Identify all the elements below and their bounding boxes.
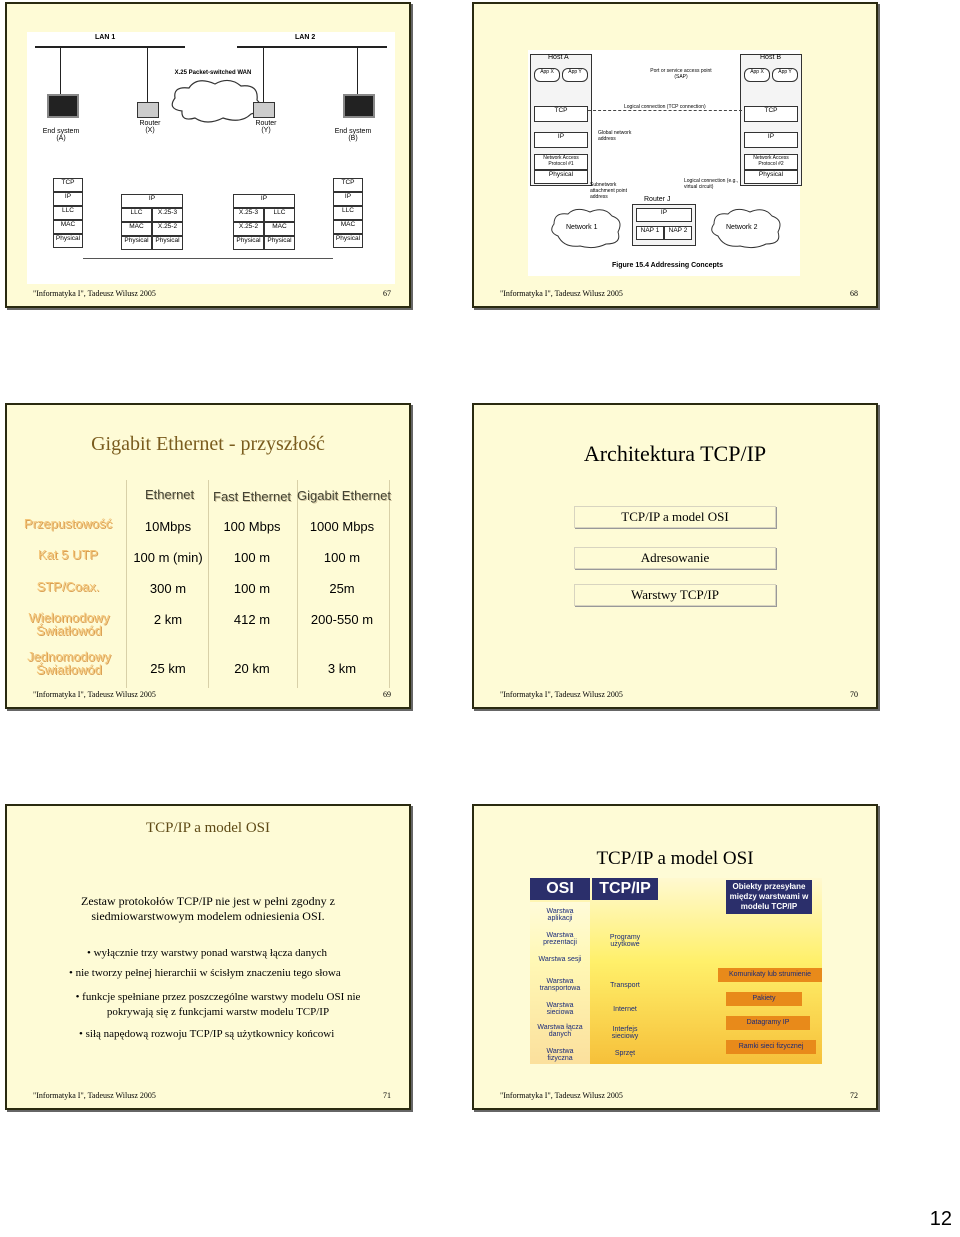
logical-connection-label: Logical connection (TCP connection) [624,104,706,110]
slide-title: Architektura TCP/IP [583,441,767,466]
slide-71: TCP/IP a model OSI Zestaw protokołów TCP… [5,804,411,1110]
footer-author: "Informatyka I", Tadeusz Wilusz 2005 [33,1091,156,1100]
footer-author: "Informatyka I", Tadeusz Wilusz 2005 [33,690,156,699]
row-label-cat5-utp: Kat 5 UTP [38,547,98,562]
stack-router-x: IP LLC MAC Physical X.25-3 X.25-2 Physic… [121,194,183,250]
slide-68: Host A Host B App X App Y App X App Y Po… [472,2,878,308]
slide-footer: "Informatyka I", Tadeusz Wilusz 2005 71 [33,1091,391,1100]
menu-item-tcpip-layers[interactable]: Warstwy TCP/IP [574,584,776,606]
end-system-a-computer-icon [47,94,79,118]
stack-b: TCP IP LLC MAC Physical [333,178,363,248]
global-address-label: Global network address [598,130,632,142]
stack-router-y: IP X.25-3 X.25-2 Physical LLC MAC Physic… [233,194,295,250]
slide-number: 67 [383,289,391,298]
slide-title: TCP/IP a model OSI [145,820,271,836]
slide-footer: "Informatyka I", Tadeusz Wilusz 2005 68 [500,289,858,298]
network-2-cloud-icon [711,208,781,249]
wan-cloud-icon [171,79,262,123]
network-2-label: Network 2 [726,224,758,231]
router-y-icon [253,102,275,118]
object-label: Pakiety [726,992,802,1006]
col-header-ethernet: Ethernet [145,487,195,502]
menu-item-tcpip-osi[interactable]: TCP/IP a model OSI [574,506,776,528]
slide-number: 71 [383,1091,391,1100]
wan-label: X.25 Packet-switched WAN [174,70,252,76]
row-label-singlemode-fiber: Jednomodowy Światłowód [27,649,111,677]
addressing-concepts-diagram: Host A Host B App X App Y App X App Y Po… [528,50,802,276]
row-label-stp-coax: STP/Coax. [36,579,100,594]
router-x-label: Router (X) [139,120,161,134]
stack-a: TCP IP LLC MAC Physical [53,178,83,248]
router-j-label: Router J [644,196,671,203]
tcpip-header: TCP/IP [592,878,658,900]
port-label: Port or service access point (SAP) [650,68,712,80]
intro-text: Zestaw protokołów TCP/IP nie jest w pełn… [81,894,335,923]
internet-protocol-diagram: LAN 1 LAN 2 X.25 Packet-switched WAN End… [27,32,395,284]
slide-69: Gigabit Ethernet - przyszłość Ethernet F… [5,403,411,709]
network-1-label: Network 1 [566,224,598,231]
page-number: 12 [929,1208,952,1230]
bullet-item: • wyłącznie trzy warstwy ponad warstwą ł… [87,947,327,959]
slide-72: TCP/IP a model OSI OSI TCP/IP Obiekty pr… [472,804,878,1110]
slide-footer: "Informatyka I", Tadeusz Wilusz 2005 69 [33,690,391,699]
object-label: Ramki sieci fizycznej [726,1040,816,1054]
router-y-label: Router (Y) [255,120,277,134]
slide-number: 72 [850,1091,858,1100]
bullet-item: • siłą napędową rozwoju TCP/IP są użytko… [79,1028,335,1040]
object-label: Komunikaty lub strumienie [718,968,822,982]
subnet-attachment-label: Subnetwork attachment point address [590,182,627,200]
end-system-b-label: End system (B) [334,128,372,142]
col-header-fast-ethernet: Fast Ethernet [213,489,292,504]
osi-tcpip-comparison-figure: OSI TCP/IP Obiekty przesyłane między war… [530,878,822,1064]
router-x-icon [137,102,159,118]
object-label: Datagramy IP [726,1016,810,1030]
row-label-throughput: Przepustowość [23,516,113,531]
figure-caption: Figure 15.4 Addressing Concepts [612,262,723,269]
slide-title: Gigabit Ethernet - przyszłość [91,433,325,455]
slide-number: 68 [850,289,858,298]
row-label-multimode-fiber: Wielomodowy Światłowód [28,610,110,638]
col-header-gigabit-ethernet: Gigabit Ethernet [297,488,391,503]
lan1-label: LAN 1 [95,34,116,41]
footer-author: "Informatyka I", Tadeusz Wilusz 2005 [500,1091,623,1100]
bullet-item: • funkcje spełniane przez poszczególne w… [75,991,361,1018]
slide-title: TCP/IP a model OSI [596,848,754,869]
slide-number: 70 [850,690,858,699]
bullet-item: • nie tworzy pełnej hierarchii w ścisłym… [69,967,341,979]
slide-footer: "Informatyka I", Tadeusz Wilusz 2005 72 [500,1091,858,1100]
slide-70: Architektura TCP/IP TCP/IP a model OSI A… [472,403,878,709]
footer-author: "Informatyka I", Tadeusz Wilusz 2005 [33,289,156,298]
host-a-label: Host A [548,54,569,61]
osi-header: OSI [530,878,590,900]
network-1-cloud-icon [551,208,621,249]
slide-footer: "Informatyka I", Tadeusz Wilusz 2005 67 [33,289,391,298]
end-system-b-computer-icon [343,94,375,118]
lan2-label: LAN 2 [295,34,316,41]
end-system-a-label: End system (A) [42,128,80,142]
slide-67: LAN 1 LAN 2 X.25 Packet-switched WAN End… [5,2,411,308]
objects-header: Obiekty przesyłane między warstwami w mo… [726,880,812,914]
host-b-label: Host B [760,54,782,61]
logical-vc-label: Logical connection (e.g., virtual circui… [684,178,739,190]
slide-footer: "Informatyka I", Tadeusz Wilusz 2005 70 [500,690,858,699]
menu-item-addressing[interactable]: Adresowanie [574,547,776,569]
footer-author: "Informatyka I", Tadeusz Wilusz 2005 [500,690,623,699]
footer-author: "Informatyka I", Tadeusz Wilusz 2005 [500,289,623,298]
slide-number: 69 [383,690,391,699]
